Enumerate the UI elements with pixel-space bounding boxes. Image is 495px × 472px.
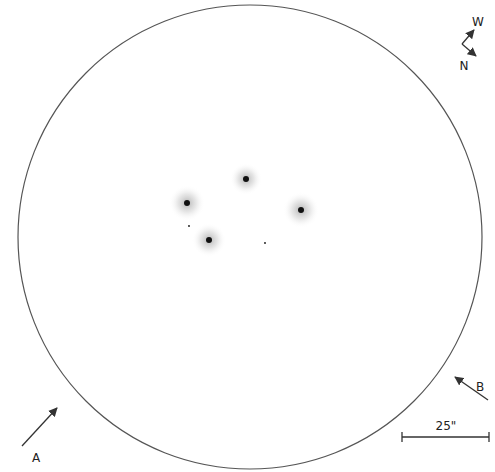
field-of-view xyxy=(18,5,482,469)
star-halo xyxy=(169,185,205,221)
star-halo xyxy=(230,163,262,195)
scale-line xyxy=(402,436,489,437)
star xyxy=(298,207,304,213)
arrow-label: A xyxy=(32,452,40,464)
stars xyxy=(184,176,304,244)
faint-star xyxy=(188,225,190,227)
north-arrow xyxy=(462,44,476,56)
arrow-a xyxy=(22,408,57,446)
arrow-b xyxy=(455,377,488,400)
star-halos xyxy=(169,163,319,257)
compass-label: W xyxy=(472,16,484,28)
scale-bar xyxy=(402,432,489,442)
faint-star xyxy=(264,242,266,244)
star xyxy=(206,237,212,243)
compass-label: N xyxy=(460,60,469,72)
star-halo xyxy=(283,192,319,228)
scale-tick xyxy=(401,432,402,442)
compass xyxy=(462,30,476,56)
arrow-label: B xyxy=(476,381,484,393)
star xyxy=(243,176,249,182)
star xyxy=(184,200,190,206)
scale-tick xyxy=(488,432,489,442)
west-arrow xyxy=(462,30,474,44)
scale-label: 25" xyxy=(436,420,457,432)
star-halo xyxy=(192,223,226,257)
